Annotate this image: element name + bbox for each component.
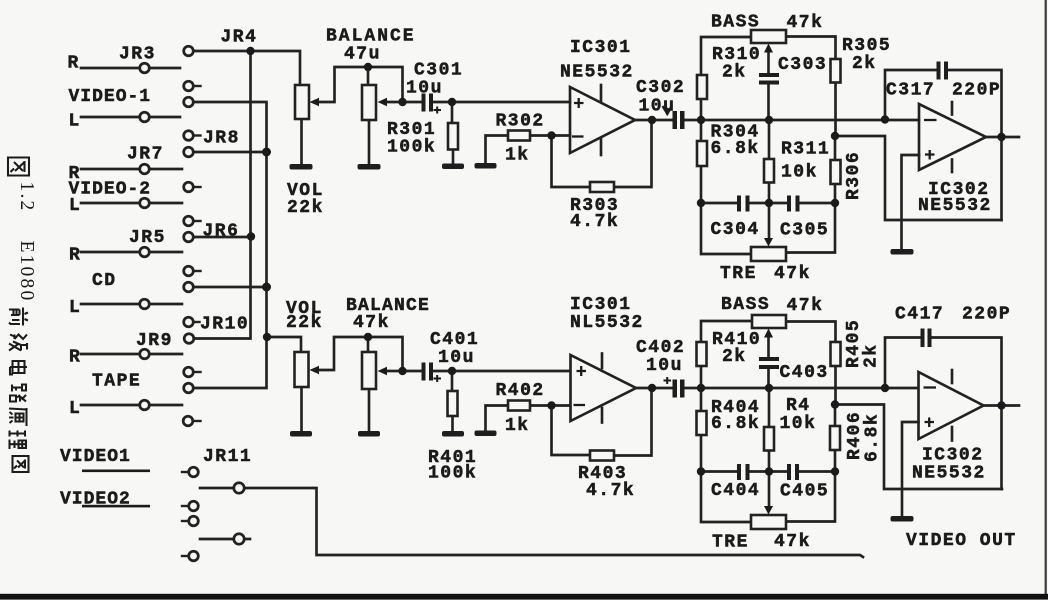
svg-text:L: L [69, 399, 81, 419]
svg-text:R306: R306 [844, 151, 864, 200]
svg-text:R405: R405 [844, 319, 864, 368]
svg-text:JR11: JR11 [203, 447, 252, 467]
svg-text:BASS: BASS [711, 13, 760, 33]
svg-text:IC302: IC302 [928, 180, 990, 200]
svg-text:IC302: IC302 [922, 446, 984, 466]
svg-text:VOL: VOL [286, 299, 323, 319]
svg-text:R305: R305 [842, 36, 891, 56]
svg-text:JR10: JR10 [200, 315, 249, 335]
svg-text:C304: C304 [711, 220, 760, 240]
svg-text:IC301: IC301 [570, 295, 632, 315]
svg-text:C403: C403 [780, 363, 829, 383]
svg-text:JR3: JR3 [119, 45, 156, 65]
svg-text:R403: R403 [578, 464, 627, 484]
svg-text:6.8k: 6.8k [711, 414, 760, 434]
svg-text:E1080: E1080 [16, 241, 37, 303]
svg-text:BALANCE: BALANCE [346, 296, 430, 316]
svg-text:R406: R406 [845, 411, 865, 460]
svg-text:VIDEO-2: VIDEO-2 [69, 180, 152, 200]
svg-text:2k: 2k [722, 63, 747, 83]
svg-text:47u: 47u [344, 45, 381, 65]
svg-text:TRE: TRE [720, 264, 757, 284]
svg-text:CD: CD [92, 271, 117, 291]
svg-text:2k: 2k [852, 54, 877, 74]
svg-text:47k: 47k [787, 296, 824, 316]
svg-text:47k: 47k [787, 13, 824, 33]
svg-text:VIDEO OUT: VIDEO OUT [906, 531, 1017, 551]
svg-text:JR6: JR6 [203, 222, 240, 242]
svg-text:JR7: JR7 [127, 145, 164, 165]
svg-text:C402: C402 [636, 338, 685, 358]
svg-text:NE5532: NE5532 [912, 464, 986, 484]
svg-text:IC301: IC301 [570, 38, 632, 58]
svg-text:R: R [69, 348, 81, 368]
svg-text:220P: 220P [962, 305, 1011, 325]
svg-text:47k: 47k [353, 313, 390, 333]
svg-text:R401: R401 [428, 448, 477, 468]
svg-text:JR9: JR9 [136, 331, 173, 351]
svg-text:R402: R402 [496, 381, 545, 401]
svg-text:VIDEO1: VIDEO1 [60, 447, 131, 467]
svg-text:C405: C405 [780, 482, 829, 502]
svg-text:6.8k: 6.8k [711, 139, 760, 159]
svg-text:TAPE: TAPE [92, 372, 141, 392]
svg-text:R303: R303 [570, 196, 619, 216]
svg-text:NE5532: NE5532 [918, 196, 992, 216]
svg-text:100k: 100k [428, 464, 477, 484]
svg-text:R302: R302 [496, 112, 545, 132]
svg-text:1k: 1k [505, 146, 530, 166]
svg-text:220P: 220P [952, 81, 1001, 101]
svg-text:R: R [69, 246, 81, 266]
svg-text:C317: C317 [886, 81, 935, 101]
svg-text:C404: C404 [711, 481, 760, 501]
svg-text:TRE: TRE [712, 533, 749, 553]
svg-text:JR5: JR5 [129, 228, 166, 248]
svg-text:10k: 10k [781, 163, 818, 183]
svg-text:10u: 10u [406, 79, 443, 99]
svg-text:C417: C417 [895, 305, 944, 325]
svg-text:10u: 10u [639, 97, 676, 117]
svg-text:C303: C303 [778, 55, 827, 75]
svg-text:R: R [69, 164, 81, 184]
svg-text:L: L [69, 196, 81, 216]
svg-text:L: L [69, 298, 81, 318]
svg-text:10u: 10u [646, 356, 683, 376]
svg-text:R410: R410 [712, 330, 761, 350]
svg-text:R: R [68, 54, 80, 74]
svg-text:1k: 1k [505, 416, 530, 436]
svg-text:R301: R301 [387, 120, 436, 140]
svg-text:L: L [69, 112, 81, 132]
svg-text:VIDEO-1: VIDEO-1 [69, 87, 152, 107]
svg-text:NE5532: NE5532 [560, 63, 634, 83]
svg-text:C305: C305 [780, 221, 829, 241]
svg-text:JR4: JR4 [221, 28, 258, 48]
svg-text:NL5532: NL5532 [570, 313, 644, 333]
svg-text:JR8: JR8 [203, 129, 240, 149]
svg-text:22k: 22k [287, 198, 324, 218]
svg-text:R404: R404 [711, 398, 760, 418]
svg-text:C301: C301 [414, 61, 463, 81]
svg-text:1.2: 1.2 [16, 182, 37, 213]
svg-text:C401: C401 [430, 330, 479, 350]
svg-text:2k: 2k [722, 347, 747, 367]
svg-text:R311: R311 [781, 140, 830, 160]
svg-text:R4: R4 [786, 396, 811, 416]
svg-text:2k: 2k [862, 343, 882, 368]
svg-text:10k: 10k [780, 414, 817, 434]
svg-text:47k: 47k [774, 264, 811, 284]
svg-text:22k: 22k [286, 313, 323, 333]
svg-text:4.7k: 4.7k [586, 481, 635, 501]
svg-text:R310: R310 [712, 45, 761, 65]
svg-text:C302: C302 [636, 78, 685, 98]
svg-text:VOL: VOL [287, 181, 324, 201]
svg-text:VIDEO2: VIDEO2 [60, 490, 131, 510]
svg-text:47k: 47k [774, 532, 811, 552]
svg-text:100k: 100k [387, 138, 436, 158]
svg-text:4.7k: 4.7k [570, 212, 619, 232]
svg-text:BASS: BASS [721, 295, 770, 315]
svg-text:BALANCE: BALANCE [326, 27, 416, 47]
svg-text:R304: R304 [711, 123, 760, 143]
svg-text:6.8k: 6.8k [863, 413, 883, 462]
svg-text:10u: 10u [438, 348, 475, 368]
